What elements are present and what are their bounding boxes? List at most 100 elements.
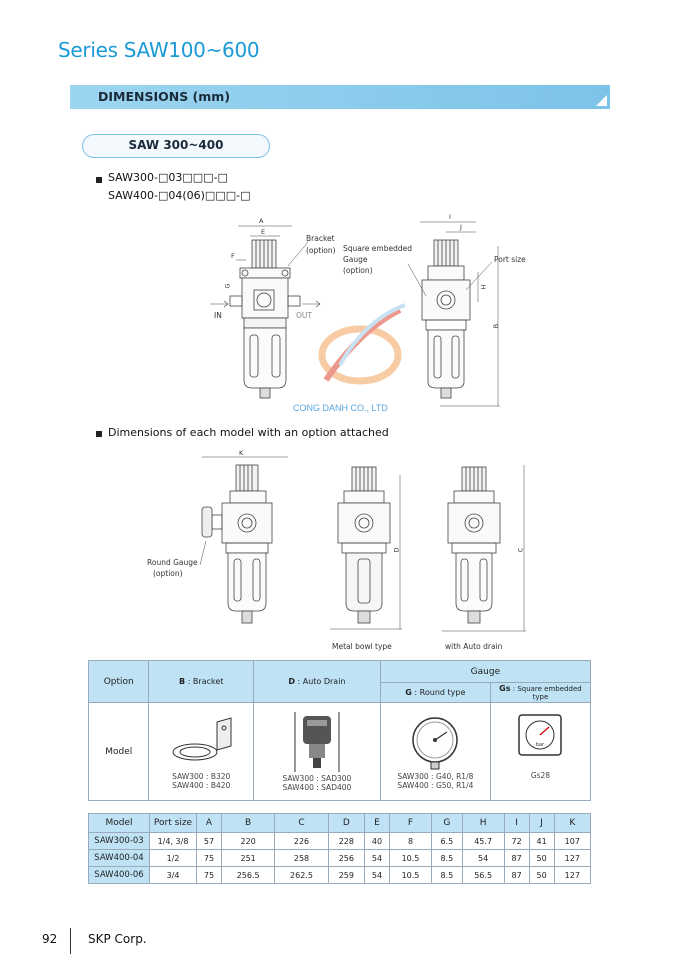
dim-label-k: K — [239, 449, 244, 457]
auto-drain-view — [442, 465, 526, 632]
cell-j: 50 — [528, 849, 555, 867]
cell-g: 6.5 — [430, 832, 463, 850]
square-header: Gs : Square embedded type — [489, 682, 592, 703]
round-code: G — [405, 688, 412, 697]
table-row: SAW300-03 1/4, 3/8 57 220 226 228 40 8 6… — [88, 832, 592, 850]
cell-port: 1/4, 3/8 — [149, 832, 197, 850]
label-gauge-1: Square embedded — [343, 244, 412, 253]
cell-j: 50 — [528, 866, 555, 884]
bullet-icon — [96, 177, 102, 183]
table-row: SAW400-06 3/4 75 256.5 262.5 259 54 10.5… — [88, 866, 592, 884]
label-gauge-option: (option) — [343, 266, 373, 275]
dimensions-banner: DIMENSIONS (mm) — [70, 85, 610, 109]
banner-corner-icon — [596, 95, 607, 106]
dim-label-b: B — [492, 323, 501, 329]
cell-b: 251 — [220, 849, 276, 867]
square-cell: bar Gs28 — [489, 702, 592, 801]
cell-model: SAW400-06 — [88, 866, 150, 884]
label-bracket: Bracket — [306, 234, 335, 243]
label-metal-bowl: Metal bowl type — [332, 642, 392, 651]
option-table: Option B : Bracket D : Auto Drain Gauge … — [87, 660, 592, 801]
dim-table-header-row: Model Port size A B C D E F G H I J K — [88, 813, 592, 833]
col-port-size: Port size — [149, 813, 197, 833]
cell-g: 8.5 — [430, 849, 463, 867]
col-h: H — [461, 813, 505, 833]
dim-label-e: E — [261, 228, 266, 236]
model-code-2: SAW400-□04(06)□□□-□ — [108, 189, 251, 202]
cell-j: 41 — [528, 832, 555, 850]
label-gauge-2: Gauge — [343, 255, 368, 264]
cell-f: 8 — [389, 832, 432, 850]
cell-k: 127 — [553, 866, 592, 884]
cell-model: SAW300-03 — [88, 832, 150, 850]
cell-c: 262.5 — [274, 866, 329, 884]
label-round-gauge-option: (option) — [153, 569, 183, 578]
bracket-cell: SAW300 : B320 SAW400 : B420 — [148, 702, 255, 801]
square-gauge-icon: bar — [518, 714, 563, 756]
round-cell: SAW300 : G40, R1/8 SAW400 : G50, R1/4 — [379, 702, 491, 801]
page-number: 92 — [42, 932, 58, 946]
col-b: B — [220, 813, 276, 833]
dimensions-title: DIMENSIONS (mm) — [98, 89, 231, 104]
cell-e: 40 — [364, 832, 390, 850]
dim-label-g: G — [223, 283, 232, 289]
model-code-1: SAW300-□03□□□-□ — [108, 171, 228, 184]
cell-h: 45.7 — [461, 832, 505, 850]
drain-cell: SAW300 : SAD300 SAW400 : SAD400 — [253, 702, 381, 801]
round-name: : Round type — [414, 688, 466, 697]
cell-d: 259 — [327, 866, 366, 884]
round-header: G : Round type — [379, 682, 491, 703]
cell-e: 54 — [364, 849, 390, 867]
dim-label-d: D — [392, 547, 401, 553]
cell-b: 220 — [220, 832, 276, 850]
square-model-1: Gs28 — [530, 771, 551, 780]
cell-i: 87 — [503, 866, 530, 884]
round-gauge-icon — [412, 716, 459, 769]
col-e: E — [364, 813, 390, 833]
bracket-model-1: SAW300 : B320 — [172, 771, 231, 781]
cell-a: 75 — [196, 866, 222, 884]
dim-label-f: F — [231, 252, 235, 260]
label-in: IN — [214, 311, 222, 320]
cell-c: 226 — [274, 832, 329, 850]
col-i: I — [503, 813, 530, 833]
drain-code: D — [288, 677, 295, 686]
diagram-options — [199, 456, 526, 632]
square-code: Gs — [499, 684, 511, 693]
cell-f: 10.5 — [389, 849, 432, 867]
cell-k: 127 — [553, 849, 592, 867]
auto-drain-icon — [294, 711, 340, 772]
cell-f: 10.5 — [389, 866, 432, 884]
dim-label-c: C — [516, 547, 525, 553]
bracket-icon — [172, 716, 232, 760]
drain-name: : Auto Drain — [297, 677, 346, 686]
label-bracket-option: (option) — [306, 246, 336, 255]
dim-label-a: A — [259, 217, 264, 225]
col-a: A — [196, 813, 222, 833]
label-round-gauge: Round Gauge — [147, 558, 198, 567]
model-range-pill: SAW 300~400 — [82, 134, 270, 158]
drain-model-1: SAW300 : SAD300 — [282, 773, 352, 783]
cell-e: 54 — [364, 866, 390, 884]
col-d: D — [327, 813, 366, 833]
cell-h: 54 — [461, 849, 505, 867]
side-view — [407, 221, 500, 407]
model-row-header: Model — [87, 702, 150, 801]
model-range-label: SAW 300~400 — [128, 138, 224, 152]
col-g: G — [430, 813, 463, 833]
cell-d: 256 — [327, 849, 366, 867]
col-k: K — [553, 813, 592, 833]
option-header: Option — [87, 660, 150, 703]
cell-i: 87 — [503, 849, 530, 867]
cell-b: 256.5 — [220, 866, 276, 884]
footer-divider — [70, 928, 71, 954]
diagram-front-side — [210, 221, 500, 407]
cell-h: 56.5 — [461, 866, 505, 884]
cell-d: 228 — [327, 832, 366, 850]
cell-a: 57 — [196, 832, 222, 850]
col-c: C — [274, 813, 329, 833]
dim-label-j: J — [460, 223, 462, 231]
metal-bowl-view — [330, 466, 402, 630]
bracket-header: B : Bracket — [148, 660, 255, 703]
table-row: SAW400-04 1/2 75 251 258 256 54 10.5 8.5… — [88, 849, 592, 867]
